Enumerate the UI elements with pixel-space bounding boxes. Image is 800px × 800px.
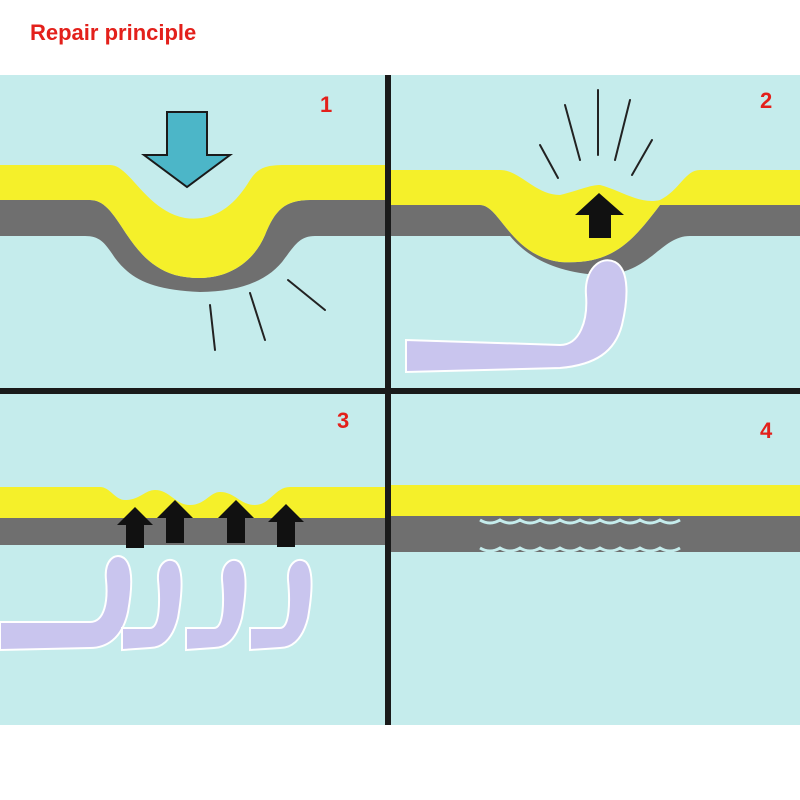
step-number-2: 2 <box>760 88 773 113</box>
step-number-1: 1 <box>320 92 333 117</box>
up-arrow-icon <box>117 507 153 548</box>
vertical-divider <box>385 75 391 725</box>
down-arrow-icon <box>140 111 234 189</box>
glue-tab-tool-icon <box>121 558 183 652</box>
diagram-title: Repair principle <box>30 20 197 45</box>
minor-ripples <box>479 518 681 525</box>
paint-layer <box>391 485 800 516</box>
tools <box>0 555 313 652</box>
up-arrow-icon <box>157 500 193 543</box>
metal-layer <box>0 200 385 292</box>
step-number-3: 3 <box>337 408 350 433</box>
up-arrow-icon <box>268 504 304 547</box>
panel-4-background <box>391 394 800 725</box>
minor-ripples <box>479 546 681 553</box>
panel-2 <box>391 89 800 374</box>
lift-arrows <box>117 500 304 548</box>
metal-layer <box>391 205 800 275</box>
paint-layer <box>0 165 385 279</box>
metal-layer <box>0 518 385 545</box>
up-arrow-icon <box>218 500 254 543</box>
glue-tab-tool-icon <box>0 555 133 652</box>
glue-tab-tool-icon <box>405 259 628 374</box>
metal-layer <box>391 516 800 552</box>
step-number-4: 4 <box>760 418 773 443</box>
panel-1 <box>0 111 385 351</box>
panel-3 <box>0 487 385 652</box>
panel-4 <box>391 485 800 553</box>
glue-tab-tool-icon <box>249 558 313 652</box>
impact-lines <box>539 89 653 179</box>
panel-3-background <box>0 394 385 725</box>
impact-lines <box>209 279 326 351</box>
up-arrow-icon <box>575 193 624 238</box>
glue-tab-tool-icon <box>185 558 247 652</box>
horizontal-divider <box>0 388 800 394</box>
